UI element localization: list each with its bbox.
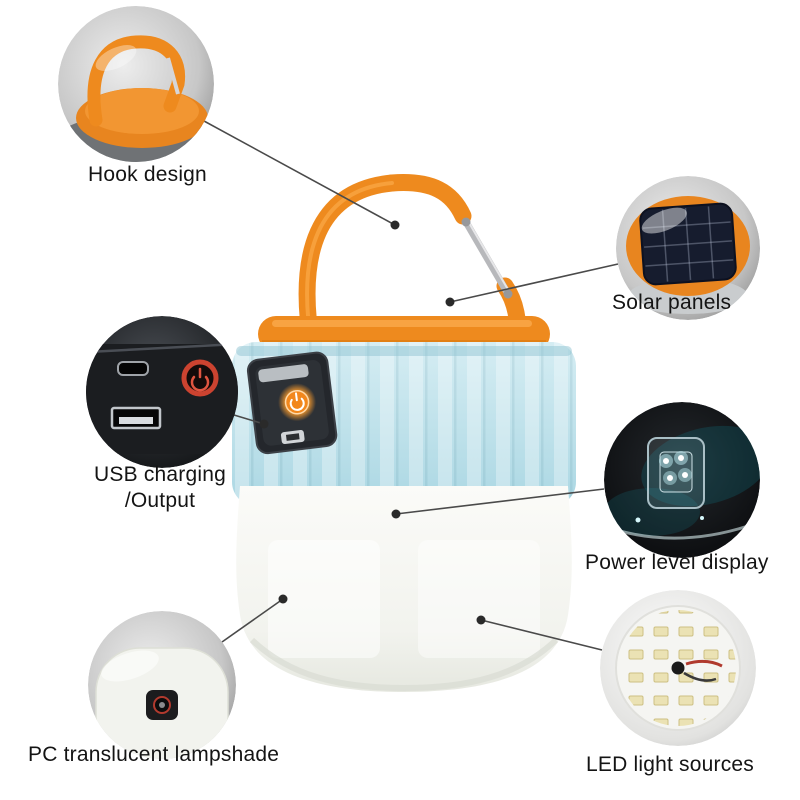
black-wire-icon [683, 671, 717, 682]
red-wire-icon [685, 659, 723, 668]
power-display-inset [604, 402, 760, 558]
bottom-switch-icon [146, 690, 178, 720]
control-panel [246, 351, 338, 455]
solar-inset [616, 176, 760, 320]
power-button-icon [278, 383, 317, 422]
solar-panel-icon [639, 202, 737, 286]
led-inset [600, 590, 756, 746]
callout-dots [259, 220, 486, 625]
usb-a-port [110, 406, 162, 430]
solar-panels-label: Solar panels [612, 291, 732, 314]
lantern-handle [298, 174, 527, 357]
usb-charging-label-line1: USB charging [94, 463, 226, 486]
panel-charge-port [280, 430, 305, 445]
hook-inset [58, 6, 214, 162]
led-light-sources-label: LED light sources [586, 753, 754, 776]
indicator-strip [258, 364, 309, 383]
usb-charging-label-line2: /Output [124, 489, 196, 512]
usb-charging-label: USB charging /Output [60, 462, 260, 514]
callout-connectors [203, 120, 619, 651]
power-level-display-label: Power level display [585, 551, 769, 574]
lampshade [236, 486, 572, 692]
power-switch-icon [181, 359, 219, 397]
carabiner-gate-icon [461, 217, 513, 299]
usb-inset [86, 316, 238, 468]
pc-lampshade-label: PC translucent lampshade [28, 743, 280, 766]
hook-icon [87, 35, 186, 127]
micro-usb-port [117, 361, 149, 376]
battery-indicator-icon [647, 437, 705, 509]
hook-design-label: Hook design [88, 163, 207, 186]
lampshade-inset [88, 611, 236, 759]
center-screw-icon [671, 661, 685, 675]
